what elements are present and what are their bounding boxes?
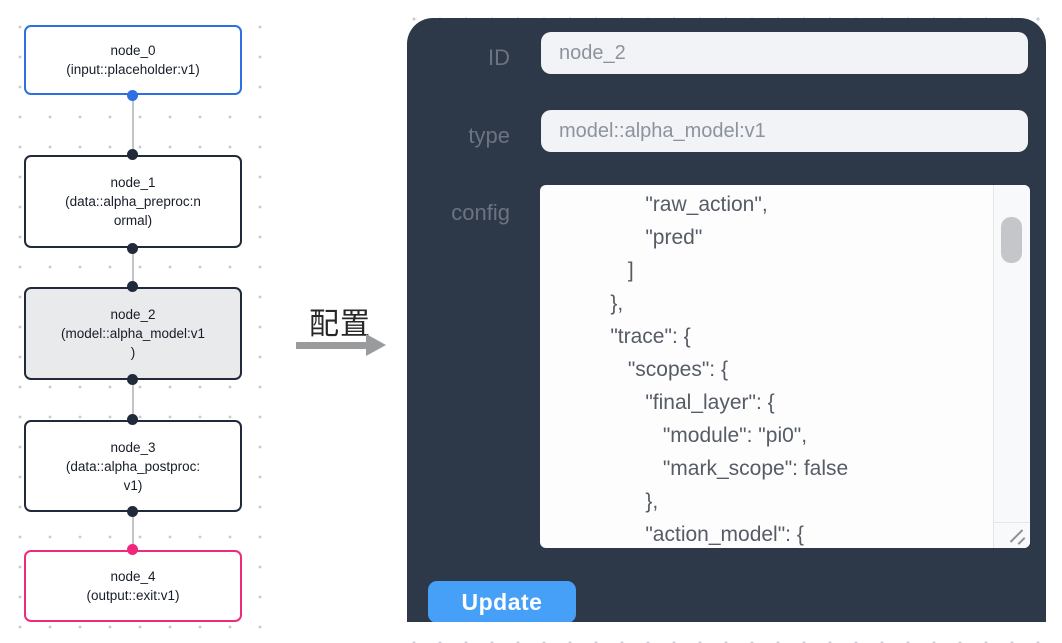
resize-handle-icon (1017, 537, 1026, 545)
resize-corner[interactable] (993, 522, 1030, 548)
edge-node3-node4 (132, 512, 134, 550)
node-node_0[interactable]: node_0 (input::placeholder:v1) (24, 25, 242, 95)
edge-node0-node1 (132, 95, 134, 155)
scrollbar-track[interactable] (993, 185, 1030, 522)
scrollbar-thumb[interactable] (1001, 217, 1022, 263)
node-label: node_4 (output::exit:v1) (86, 569, 180, 603)
output-port-node_1[interactable] (127, 243, 138, 254)
node-node_4[interactable]: node_4 (output::exit:v1) (24, 550, 242, 622)
configure-arrow-head-icon (366, 334, 386, 356)
node-node_3[interactable]: node_3 (data::alpha_postproc: v1) (24, 420, 242, 512)
edge-node2-node3 (132, 380, 134, 420)
input-port-node_3[interactable] (127, 414, 138, 425)
type-input[interactable] (541, 110, 1028, 152)
configure-arrow (296, 342, 368, 349)
output-port-node_2[interactable] (127, 374, 138, 385)
config-field-label: config (451, 200, 510, 225)
node-label: node_3 (data::alpha_postproc: v1) (65, 439, 201, 493)
output-port-node_3[interactable] (127, 506, 138, 517)
node-node_2[interactable]: node_2 (model::alpha_model:v1 ) (24, 287, 242, 380)
input-port-node_1[interactable] (127, 149, 138, 160)
id-field-label: ID (488, 45, 510, 70)
node-node_1[interactable]: node_1 (data::alpha_preproc:n ormal) (24, 155, 242, 248)
id-input[interactable] (541, 32, 1028, 74)
output-port-node_0[interactable] (127, 90, 138, 101)
config-textarea[interactable]: "raw_action", "pred" ] }, "trace": { "sc… (540, 185, 1030, 548)
configure-annotation-label: 配置 (309, 308, 371, 341)
node-label: node_2 (model::alpha_model:v1 ) (60, 307, 206, 360)
update-button[interactable]: Update (428, 581, 576, 622)
type-field-label: type (468, 123, 510, 148)
config-json-text[interactable]: "raw_action", "pred" ] }, "trace": { "sc… (610, 193, 849, 546)
node-config-panel: ID type config "raw_action", "pred" ] },… (407, 18, 1046, 622)
input-port-node_2[interactable] (127, 281, 138, 292)
edge-node1-node2 (132, 248, 134, 287)
node-label: node_1 (data::alpha_preproc:n ormal) (65, 175, 201, 228)
input-port-node_4[interactable] (127, 544, 138, 555)
node-label: node_0 (input::placeholder:v1) (66, 43, 200, 77)
